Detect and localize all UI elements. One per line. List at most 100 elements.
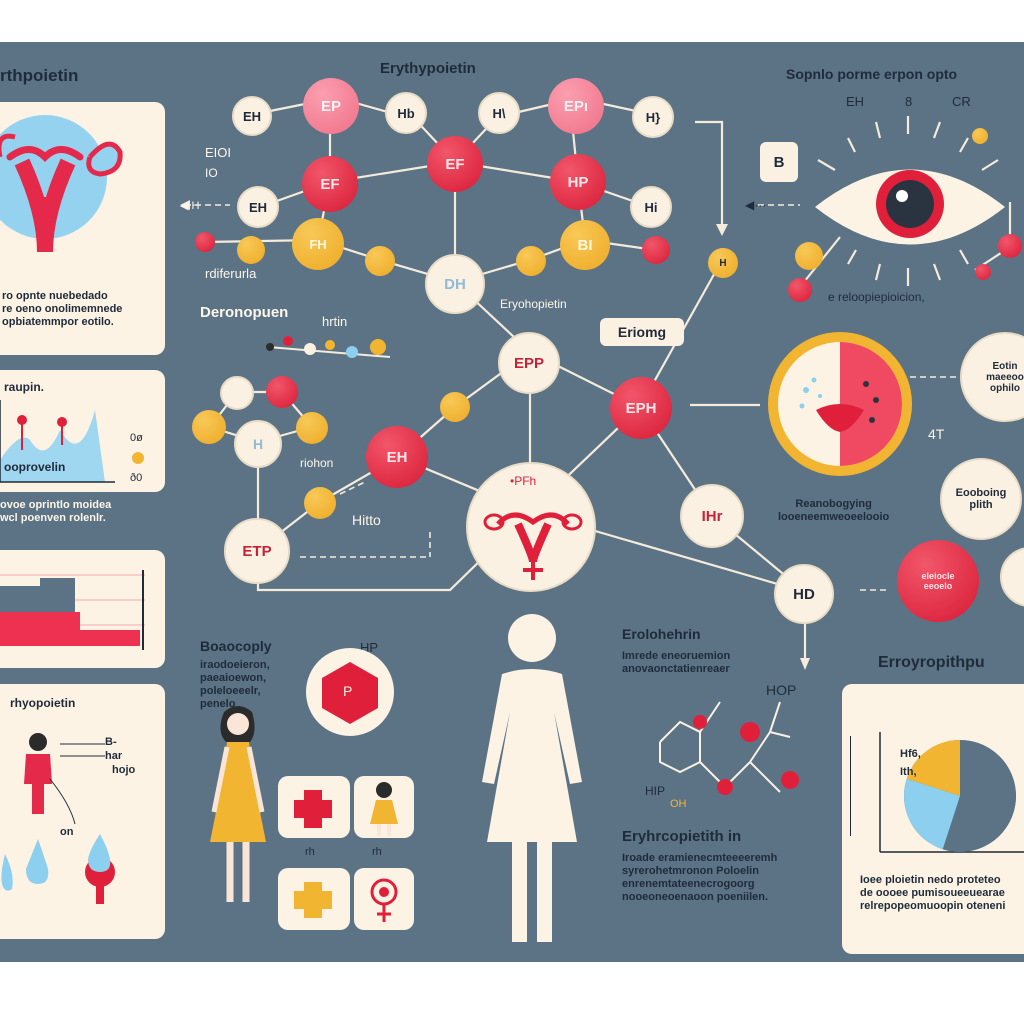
right-label-eh: EH [846, 94, 865, 109]
right-top-title: Sopnlo porme erpon opto [786, 66, 958, 82]
red-cross-icon [294, 790, 332, 828]
people-card: rhyopoietin B- har hojo on [0, 684, 165, 939]
ery-text: Iroade eramienecmteeeeremh syrerohetmron… [622, 852, 778, 903]
node-eph: EPH [610, 377, 672, 439]
node-h-top: H\ [478, 92, 520, 134]
pie-label-1: Hf6, [900, 748, 921, 760]
central-uterus-node [466, 462, 596, 592]
uterus-symbol-icon [483, 512, 583, 580]
small-yellow-2 [365, 246, 395, 276]
node-bi: BI [560, 220, 610, 270]
female-symbol-tile [354, 868, 414, 930]
small-yellow-1 [237, 236, 265, 264]
eye-dot-red [788, 278, 812, 302]
label-hop: HOP [766, 682, 797, 698]
label-rh-1: rh [305, 846, 315, 858]
node-e-left: EH [237, 186, 279, 228]
hexagon-p-icon [306, 648, 394, 736]
ring-node-4 [296, 412, 328, 444]
small-yellow-4 [440, 392, 470, 422]
card4-label-4: on [60, 826, 74, 838]
eye-dot-yellow [972, 128, 988, 144]
pie-caption: Ioee ploietin nedo proteteo de oooee pum… [860, 874, 1006, 912]
yellow-cross-icon [294, 882, 332, 918]
card4-label-2: har [105, 750, 123, 762]
center-top-title: Erythypoietin [380, 60, 476, 77]
woman-yellow-dress-icon [210, 706, 266, 902]
b-tag: B [760, 142, 798, 182]
eye-dot-yellow-2 [795, 242, 823, 270]
bar-chart [0, 570, 145, 650]
molecule-structure-icon [659, 701, 799, 795]
node-etp: ETP [224, 518, 290, 584]
card4-label-1: B- [105, 736, 117, 748]
female-symbol-icon [370, 878, 398, 922]
pie-label-2: Ith, [900, 766, 917, 778]
node-epp: EPP [498, 332, 560, 394]
node-hi: Hi [630, 186, 672, 228]
label-rh-2: rh [372, 846, 382, 858]
label-4t: 4T [928, 426, 945, 442]
card4-label-3: hojo [112, 764, 136, 776]
circle-text-2: Eooboing plith [940, 458, 1022, 540]
node-fh: FH [292, 218, 344, 270]
label-erolohehrin: Erolohehrin [622, 626, 701, 642]
node-ihr: IHr [680, 484, 744, 548]
eye-dot-red-2 [998, 234, 1022, 258]
wave-chart [0, 400, 144, 483]
chart2-side-value-2: ð0 [130, 472, 143, 484]
pie-chart-card: Hf6, Ith, Ioee ploietin nedo proteteo de… [842, 684, 1024, 954]
pie-slice-1 [942, 740, 1016, 852]
label-hrtin: hrtin [322, 314, 348, 329]
chart2-title: raupin. [4, 380, 45, 394]
chart2-xlabel: ooprovelin [4, 460, 66, 474]
pie-slice-2 [904, 778, 960, 850]
right-label-cr: CR [952, 94, 971, 109]
node-hp: HP [550, 154, 606, 210]
bottom-left-title: Boaocoply [200, 638, 272, 654]
ring-node-3 [192, 410, 226, 444]
red-cross-tile [278, 776, 350, 838]
section-text: ovoe oprintlo moidea wcl poenven rolenlr… [0, 499, 112, 524]
label-reloop: e reloopiepioicion, [828, 290, 925, 304]
eye-dot-red-3 [975, 264, 991, 280]
pie-axis-ticks [850, 736, 863, 836]
ring-node-2 [266, 376, 298, 408]
label-hitto: Hitto [352, 512, 381, 528]
bar-chart-card [0, 550, 165, 668]
erolohehrin-text: Imrede eneoruemion anovaonctatienreaer [622, 650, 731, 675]
circle-text-1: Eotin maeeoo ophilo [960, 332, 1024, 422]
label-io: IO [205, 166, 218, 180]
node-h-top-right: H} [632, 96, 674, 138]
right-arrow-label: ◀··· [745, 198, 767, 212]
red-node-text: eleiocle eeoelo [897, 540, 979, 622]
pie-chart [879, 732, 1024, 853]
label-eioi: EIOI [205, 145, 232, 160]
chain-molecule-icon [266, 336, 391, 358]
reaod-text: Reanobogying looeneemweoeelooio [778, 498, 890, 523]
node-ep-top-right: EPı [548, 78, 604, 134]
bottom-left-text: iraodoeieron, paeaioewon, poleloeeelr, p… [200, 659, 270, 710]
label-p-center: P [343, 683, 353, 699]
small-yellow-3 [516, 246, 546, 276]
card4-title: rhyopoietin [10, 696, 76, 710]
node-ep-top-left: EP [303, 78, 359, 134]
label-eryohopietin: Eryohopietin [500, 297, 567, 311]
label-oh: OH [670, 798, 687, 810]
infographic-board: rthpoietin ro opnte nuebedado re oeno on… [0, 42, 1024, 962]
node-hd: HD [774, 564, 834, 624]
right-chart-title: Erroyropithpu [878, 654, 985, 671]
label-deronopuen: Deronopuen [200, 304, 289, 321]
node-ef-left: EF [302, 156, 358, 212]
small-yellow-h: H [708, 248, 738, 278]
left-title: rthpoietin [0, 66, 79, 85]
yellow-cross-tile [278, 868, 350, 930]
label-ery-title: Eryhrcopietith in [622, 828, 742, 845]
chart2-card: raupin. ooprovelin 0ø ð0 [0, 370, 165, 492]
small-red-2 [642, 236, 670, 264]
node-eh-mid: EH [366, 426, 428, 488]
label-riohon: riohon [300, 456, 334, 470]
small-yellow-5 [304, 487, 336, 519]
chart2-side-value-1: 0ø [130, 432, 143, 444]
eriomg-tag: Eriomg [600, 318, 684, 346]
